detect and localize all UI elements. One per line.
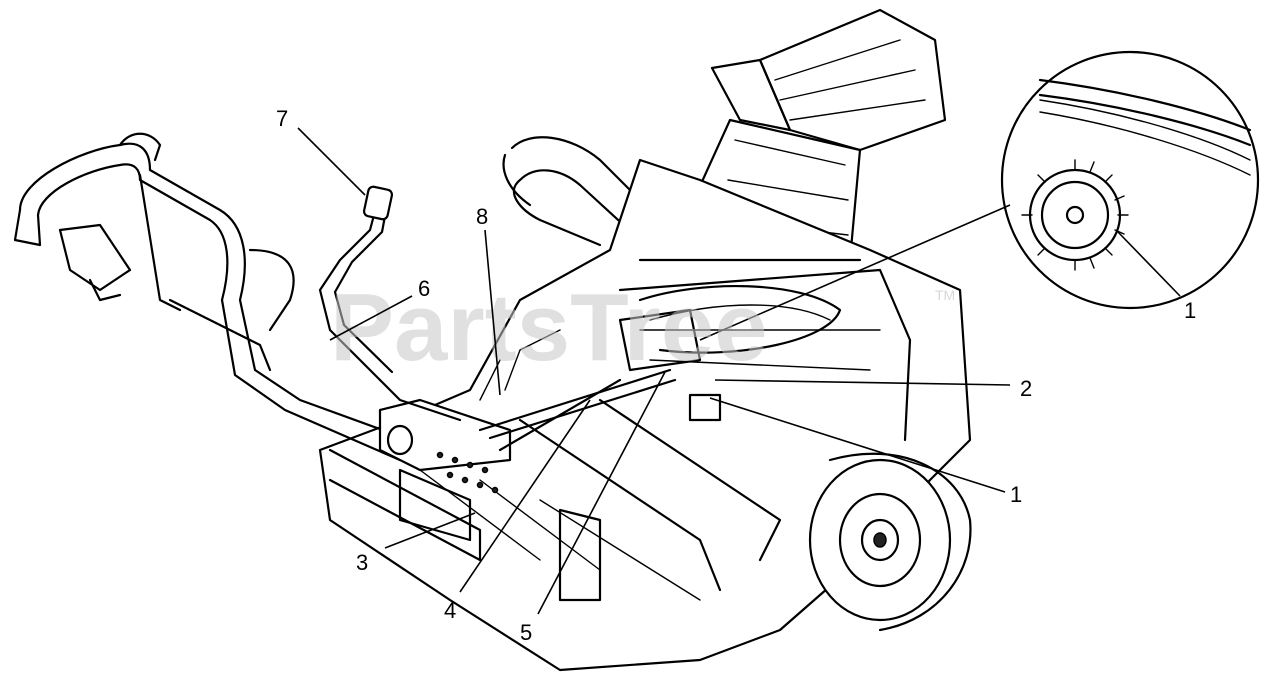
gear-detail-inset bbox=[1000, 50, 1260, 310]
leader-1-detail bbox=[1117, 231, 1181, 297]
ring-gear bbox=[618, 284, 842, 422]
leader-3 bbox=[384, 512, 476, 549]
callout-8: 8 bbox=[476, 204, 488, 229]
callout-2: 2 bbox=[1020, 376, 1032, 401]
chute-handle bbox=[502, 136, 662, 247]
watermark-text: PartsTree bbox=[330, 274, 768, 381]
auger-housing bbox=[318, 158, 972, 672]
callout-6: 6 bbox=[418, 276, 430, 301]
leader-5 bbox=[537, 371, 666, 615]
callout-5: 5 bbox=[520, 620, 532, 645]
handle-frame bbox=[13, 132, 512, 494]
leader-7 bbox=[297, 127, 366, 196]
callout-4: 4 bbox=[444, 598, 456, 623]
callout-1: 1 bbox=[1010, 482, 1022, 507]
leader-6 bbox=[329, 295, 413, 341]
callout-3: 3 bbox=[356, 550, 368, 575]
chute-crank bbox=[318, 185, 462, 422]
leader-1 bbox=[709, 397, 1006, 493]
leader-2 bbox=[714, 379, 1011, 386]
leader-4 bbox=[459, 399, 591, 593]
callout-labels: 7 6 8 1 2 1 3 4 5 bbox=[276, 106, 1196, 645]
watermark: PartsTree TM bbox=[330, 274, 955, 381]
drive-pulley bbox=[808, 452, 972, 632]
watermark-trademark: TM bbox=[935, 287, 955, 303]
gear-wheel bbox=[1021, 159, 1129, 271]
leader-8 bbox=[484, 229, 501, 396]
leader-lines bbox=[297, 127, 1181, 615]
frame-holes bbox=[436, 451, 499, 494]
callout-1-detail: 1 bbox=[1184, 298, 1196, 323]
callout-7: 7 bbox=[276, 106, 288, 131]
